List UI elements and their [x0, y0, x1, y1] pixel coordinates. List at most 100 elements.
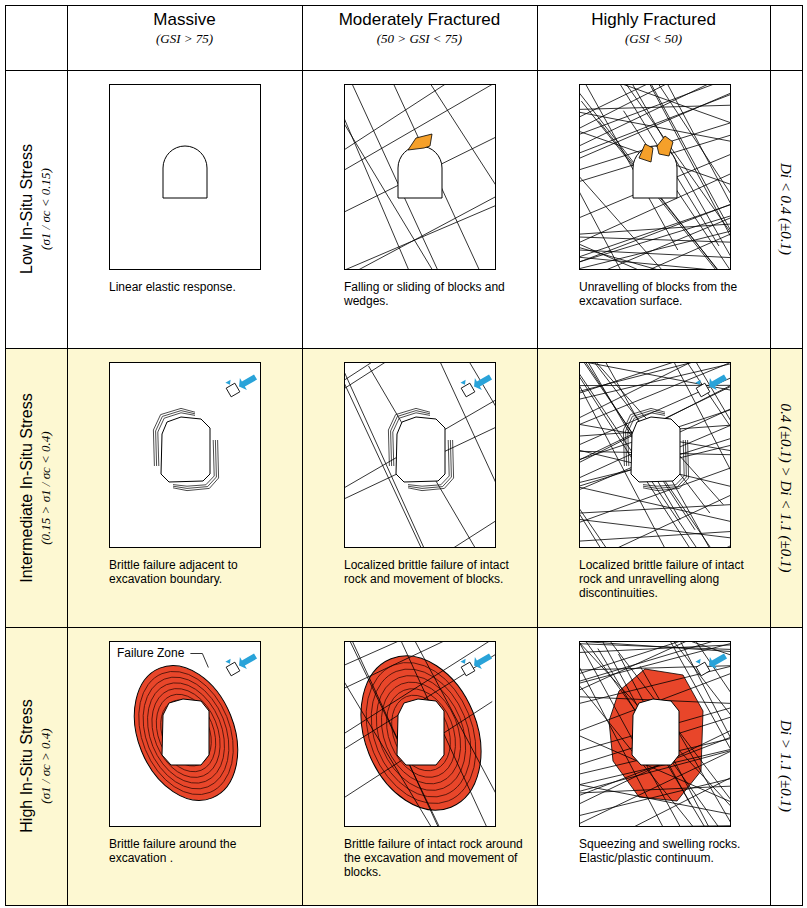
damage-index-cell: Di < 0.4 (±0.1)	[777, 70, 795, 348]
excavation-outline	[398, 146, 442, 198]
callout-label: Failure Zone	[117, 646, 184, 661]
discontinuity	[579, 508, 731, 547]
excavation-outline	[396, 417, 445, 482]
failure-zone	[115, 650, 256, 816]
stress-direction-icon	[221, 642, 259, 677]
excavation-outline	[162, 699, 209, 765]
caption-cell: Brittle failure around the excavation .	[109, 837, 295, 865]
cell-shading	[5, 627, 537, 905]
discontinuity	[579, 783, 731, 797]
failure-description: Localized brittle failure of intact rock…	[344, 558, 530, 586]
discontinuity	[579, 99, 680, 270]
caption-cell: Brittle failure adjacent to excavation b…	[109, 558, 295, 586]
failure-description: Brittle failure of intact rock around th…	[344, 837, 530, 879]
discontinuity	[579, 84, 724, 200]
stress-level: Intermediate In-Situ Stress	[17, 348, 37, 627]
discontinuity	[579, 378, 731, 518]
stress-direction-icon	[221, 363, 259, 398]
illustration-panel	[233, 0, 632, 363]
caption-cell: Squeezing and swelling rocks. Elastic/pl…	[579, 837, 765, 865]
excavation-outline	[631, 417, 680, 482]
column-header: Massive(GSI > 75)	[67, 10, 302, 48]
gsi-range: (50 > GSI < 75)	[302, 30, 537, 48]
failure-description: Unravelling of blocks from the excavatio…	[579, 280, 765, 308]
discontinuity	[349, 641, 483, 827]
callout: Failure Zone	[115, 646, 186, 661]
discontinuity	[579, 117, 731, 211]
failure-description: Brittle failure adjacent to excavation b…	[109, 558, 295, 586]
discontinuity	[344, 147, 496, 270]
damage-index-cell: 0.4 (±0.1) > Di < 1.1 (±0.1)	[777, 348, 795, 627]
discontinuity	[579, 362, 731, 483]
discontinuity	[395, 362, 496, 513]
stress-direction-icon	[691, 363, 729, 398]
illustration-panel	[109, 84, 261, 270]
caption-cell: Localized brittle failure of intact rock…	[344, 558, 530, 586]
stress-ratio: (σ1 / σc < 0.15)	[37, 70, 55, 348]
discontinuity	[579, 641, 731, 706]
stress-level: Low In-Situ Stress	[17, 70, 37, 348]
row-header: High In-Situ Stress(σ1 / σc > 0.4)	[17, 627, 55, 905]
discontinuity	[579, 219, 731, 240]
discontinuity	[579, 395, 682, 548]
discontinuity	[579, 232, 731, 243]
stress-direction-icon	[456, 642, 494, 677]
discontinuity	[344, 641, 473, 827]
excavation-outline	[161, 417, 210, 482]
cell-shading	[5, 348, 802, 627]
failure-description: Squeezing and swelling rocks. Elastic/pl…	[579, 837, 765, 865]
discontinuity	[344, 89, 489, 270]
discontinuity	[579, 682, 731, 810]
stress-ratio: (0.15 > σ1 / σc < 0.4)	[37, 348, 55, 627]
discontinuity	[579, 247, 731, 270]
discontinuity	[579, 362, 697, 548]
discontinuity	[623, 111, 731, 270]
table-grid	[5, 5, 803, 906]
discontinuity	[344, 362, 452, 548]
discontinuity	[579, 362, 695, 530]
discontinuity	[579, 641, 731, 656]
column-title: Moderately Fractured	[302, 10, 537, 30]
failure-description: Falling or sliding of blocks and wedges.	[344, 280, 530, 308]
discontinuity	[351, 84, 496, 230]
row-header: Low In-Situ Stress(σ1 / σc < 0.15)	[17, 70, 55, 348]
discontinuity	[579, 526, 731, 546]
discontinuity	[344, 84, 496, 225]
stress-direction-icon	[456, 363, 494, 398]
discontinuity	[579, 362, 731, 398]
damage-index-cell: Di > 1.1 (±0.1)	[777, 627, 795, 905]
discontinuity	[579, 641, 691, 827]
caption-cell: Localized brittle failure of intact rock…	[579, 558, 765, 600]
column-header: Moderately Fractured(50 > GSI < 75)	[302, 10, 537, 48]
discontinuity	[344, 641, 496, 765]
failure-description: Brittle failure around the excavation .	[109, 837, 295, 865]
falling-wedge	[408, 134, 432, 150]
caption-cell: Linear elastic response.	[109, 280, 295, 294]
discontinuity	[581, 101, 731, 270]
excavation-outline	[163, 146, 207, 198]
leader-line	[190, 654, 208, 668]
row-header: Intermediate In-Situ Stress(0.15 > σ1 / …	[17, 348, 55, 627]
cell-backgrounds	[5, 348, 802, 905]
discontinuity	[579, 104, 731, 113]
illustration-panel	[210, 228, 622, 642]
caption-cell: Brittle failure of intact rock around th…	[344, 837, 530, 879]
discontinuity	[579, 84, 731, 206]
stress-ratio: (σ1 / σc > 0.4)	[37, 627, 55, 905]
discontinuity	[344, 84, 453, 270]
gsi-range: (GSI > 75)	[67, 30, 302, 48]
illustration-panel	[429, 243, 807, 667]
discontinuity	[579, 641, 731, 824]
failure-description: Localized brittle failure of intact rock…	[579, 558, 765, 600]
discontinuity	[344, 398, 496, 535]
damage-index: Di > 1.1 (±0.1)	[777, 627, 795, 905]
discontinuity	[618, 654, 731, 827]
discontinuity	[579, 641, 731, 705]
column-title: Massive	[67, 10, 302, 30]
column-title: Highly Fractured	[537, 10, 770, 30]
discontinuity	[368, 366, 496, 548]
discontinuity	[386, 84, 496, 270]
discontinuity	[579, 641, 731, 660]
discontinuity	[579, 414, 731, 539]
